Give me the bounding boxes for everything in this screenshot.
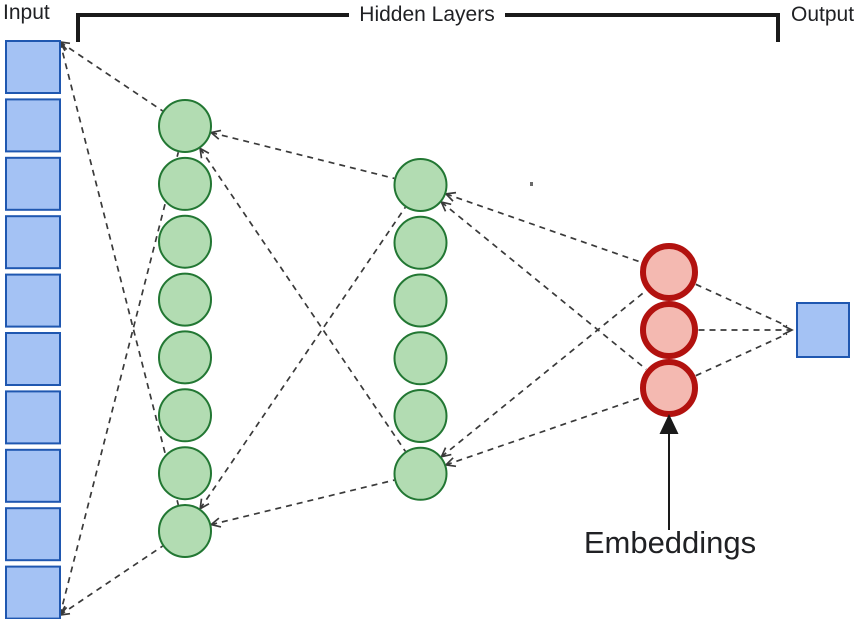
input-cell (5, 507, 61, 562)
hidden2-node (393, 158, 448, 212)
connector-h2-top-emb-bottom (440, 201, 647, 370)
input-cell (5, 390, 61, 445)
hidden1-node (158, 388, 212, 443)
connector-h1-top-h2-bottom (199, 147, 407, 452)
connector-input-top-h1-bottom (59, 41, 180, 506)
hidden1-node (158, 214, 212, 269)
connector-arrowhead (439, 200, 452, 212)
input-cell (5, 98, 61, 153)
connector-arrowhead (209, 129, 222, 140)
hidden1-node (158, 330, 212, 385)
connector-arrowhead (782, 324, 794, 336)
embedding-node (640, 243, 698, 301)
hidden2-node (393, 331, 448, 386)
connector-emb-bottom-out-lower (695, 333, 788, 377)
input-cell (5, 215, 61, 270)
input-label: Input (3, 1, 50, 24)
connector-arrowhead (199, 498, 210, 511)
input-cell (5, 273, 61, 328)
input-cell (5, 156, 61, 211)
connector-h1-top-h2-top (210, 131, 395, 180)
hidden2-node (393, 215, 448, 270)
embeddings-label: Embeddings (583, 525, 757, 560)
connector-h1-bottom-h2-bottom (210, 479, 395, 526)
hidden1-node (158, 446, 212, 501)
output-cell (796, 302, 850, 358)
connector-arrowhead (444, 191, 457, 202)
embedding-node (640, 359, 698, 417)
input-cell (5, 448, 61, 503)
hidden2-node (393, 273, 448, 328)
output-label: Output (791, 3, 855, 26)
connector-input-bottom-h1-top (59, 151, 180, 616)
hidden1-node (158, 272, 212, 327)
hidden-layers-bracket-left (76, 13, 349, 42)
connector-arrowhead (444, 457, 457, 468)
connector-arrowhead (209, 517, 222, 528)
speck-artifact (530, 182, 533, 186)
connector-input-top-h1-top (59, 41, 164, 112)
connector-arrowhead (199, 146, 210, 159)
input-cell (5, 40, 61, 94)
input-cell (5, 565, 61, 619)
embedding-node (640, 301, 698, 359)
hidden1-node (158, 156, 212, 211)
hidden-layers-bracket-right (505, 13, 780, 42)
hidden-layers-label: Hidden Layers (354, 3, 500, 27)
connector-arrowhead (440, 447, 452, 458)
hidden2-node (393, 389, 448, 443)
hidden1-node (158, 504, 212, 558)
hidden1-node (158, 99, 212, 153)
connector-h2-bottom-emb-bottom (445, 396, 642, 466)
connector-emb-top-out-upper (695, 283, 788, 327)
input-cell (5, 332, 61, 386)
hidden2-node (393, 446, 448, 501)
embeddings-annotation-arrowhead (659, 414, 679, 434)
connector-input-bottom-h1-bottom (59, 545, 164, 616)
connector-h2-top-emb-top (445, 193, 642, 264)
connector-h1-bottom-h2-top (199, 206, 407, 510)
